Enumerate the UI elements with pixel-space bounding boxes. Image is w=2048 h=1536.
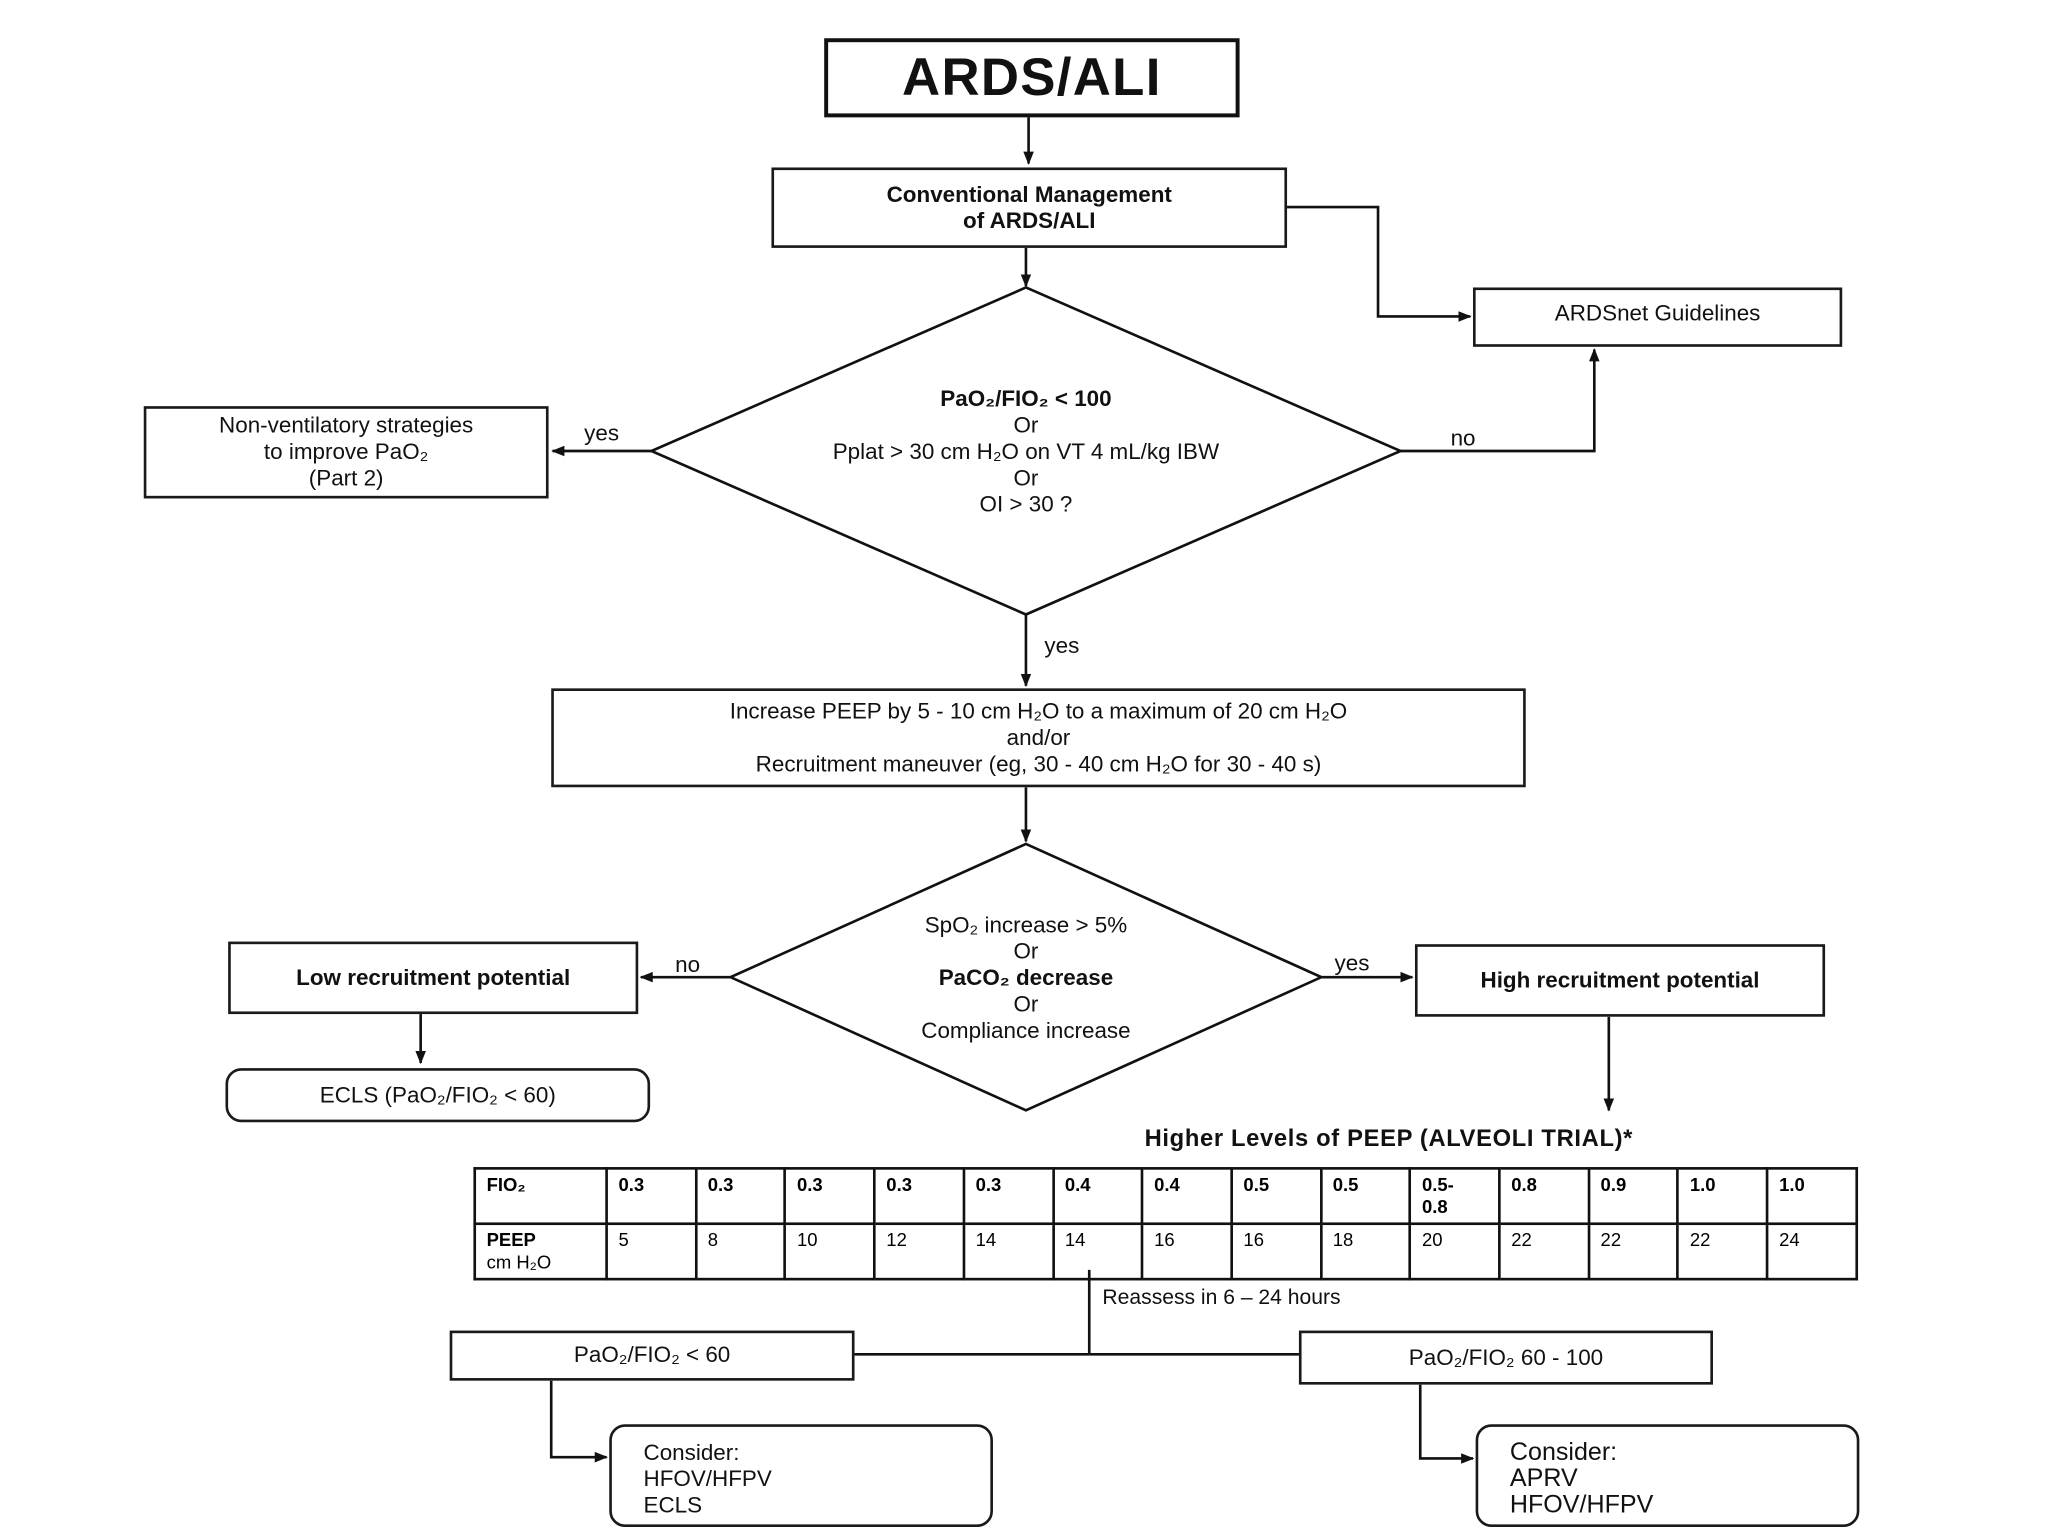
- peep-box-line-1: Increase PEEP by 5 - 10 cm H₂O to a maxi…: [729, 698, 1348, 724]
- decision2-line-2: Or: [1013, 938, 1039, 964]
- consider-left-box: Consider: HFOV/HFPV ECLS: [609, 1424, 993, 1528]
- decision1-line-5: OI > 30 ?: [979, 491, 1073, 517]
- table-cell-fio2-label: FIO₂: [473, 1167, 608, 1226]
- table-cell: 16: [1230, 1222, 1323, 1281]
- decision1-line-3: Pplat > 30 cm H₂O on VT 4 mL/kg IBW: [832, 439, 1220, 465]
- arrow-conventional-to-ardsnet: [1285, 205, 1472, 322]
- consider-right-line-3: HFOV/HFPV: [1509, 1491, 1654, 1520]
- table-cell: 16: [1140, 1222, 1233, 1281]
- decision2-no-left-label: no: [675, 952, 701, 978]
- arrow-low-ratio-to-consider: [549, 1380, 608, 1463]
- consider-right-line-2: APRV: [1509, 1465, 1578, 1493]
- peep-label-line-2: cm H₂O: [486, 1251, 552, 1273]
- title-text: ARDS/ALI: [902, 48, 1162, 107]
- table-cell: 22: [1498, 1222, 1590, 1281]
- low-recruitment-text: Low recruitment potential: [296, 964, 571, 990]
- decision2-diamond: [727, 842, 1325, 1112]
- table-cell: 20: [1408, 1222, 1501, 1281]
- table-cell: 12: [873, 1222, 966, 1281]
- increase-peep-box: Increase PEEP by 5 - 10 cm H₂O to a maxi…: [551, 688, 1526, 788]
- ecls-text: ECLS (PaO₂/FIO₂ < 60): [319, 1081, 556, 1108]
- table-cell: 1.0: [1676, 1167, 1769, 1226]
- arrow-mid-ratio-to-consider: [1418, 1384, 1475, 1464]
- ardsnet-box: ARDSnet Guidelines: [1472, 287, 1843, 347]
- title-box: ARDS/ALI: [824, 38, 1240, 118]
- non-vent-line-2: to improve PaO₂: [263, 439, 429, 465]
- table-cell: 0.3: [605, 1167, 698, 1226]
- table-cell: 14: [1051, 1222, 1144, 1281]
- table-cell: 0.3: [873, 1167, 966, 1226]
- decision1-diamond: [648, 286, 1404, 616]
- table-cell: 0.3: [694, 1167, 787, 1226]
- table-cell: 0.8: [1498, 1167, 1590, 1226]
- high-recruitment-text: High recruitment potential: [1480, 967, 1760, 993]
- low-ratio-text: PaO₂/FIO₂ < 60: [573, 1342, 731, 1368]
- mid-ratio-text: PaO₂/FIO₂ 60 - 100: [1408, 1344, 1604, 1370]
- table-cell: 24: [1765, 1222, 1859, 1281]
- mid-ratio-box: PaO₂/FIO₂ 60 - 100: [1298, 1330, 1713, 1385]
- decision2-line-4: Or: [1013, 991, 1039, 1017]
- peep-box-line-2: and/or: [1006, 724, 1071, 750]
- conventional-line-1: Conventional Management: [886, 181, 1172, 207]
- non-vent-line-1: Non-ventilatory strategies: [219, 412, 474, 438]
- table-row-peep: PEEP cm H₂O 5 8 10 12 14 14 16 16 18 20 …: [473, 1222, 1859, 1281]
- non-ventilatory-box: Non-ventilatory strategies to improve Pa…: [143, 406, 549, 499]
- peep-table-title: Higher Levels of PEEP (ALVEOLI TRIAL)*: [1144, 1124, 1634, 1152]
- table-cell: 5: [605, 1222, 698, 1281]
- table-cell: 14: [962, 1222, 1055, 1281]
- ecls-box: ECLS (PaO₂/FIO₂ < 60): [225, 1068, 651, 1123]
- peep-fio2-table: FIO₂ 0.3 0.3 0.3 0.3 0.3 0.4 0.4 0.5 0.5…: [473, 1167, 1859, 1281]
- table-cell: 22: [1587, 1222, 1680, 1281]
- decision1-text: PaO₂/FIO₂ < 100 Or Pplat > 30 cm H₂O on …: [723, 386, 1330, 518]
- table-cell: 8: [694, 1222, 787, 1281]
- table-cell: 0.3: [962, 1167, 1055, 1226]
- consider-right-box: Consider: APRV HFOV/HFPV: [1475, 1424, 1860, 1528]
- peep-label-line-1: PEEP: [486, 1229, 536, 1251]
- table-cell-peep-label: PEEP cm H₂O: [473, 1222, 608, 1281]
- table-row-fio2: FIO₂ 0.3 0.3 0.3 0.3 0.3 0.4 0.4 0.5 0.5…: [473, 1167, 1859, 1226]
- table-cell: 22: [1676, 1222, 1769, 1281]
- table-cell: 0.9: [1587, 1167, 1680, 1226]
- consider-left-line-1: Consider:: [643, 1440, 740, 1466]
- low-ratio-box: PaO₂/FIO₂ < 60: [449, 1330, 855, 1381]
- decision2-line-3: PaCO₂ decrease: [938, 965, 1114, 991]
- decision1-line-1: PaO₂/FIO₂ < 100: [940, 386, 1112, 412]
- conventional-line-2: of ARDS/ALI: [963, 207, 1096, 233]
- table-cell: 0.4: [1140, 1167, 1233, 1226]
- decision1-line-2: Or: [1013, 412, 1039, 438]
- decision1-yes-down-label: yes: [1044, 632, 1080, 659]
- table-cell: 0.5: [1319, 1167, 1412, 1226]
- table-cell: 0.4: [1051, 1167, 1144, 1226]
- table-cell: 0.5: [1230, 1167, 1323, 1226]
- decision2-line-1: SpO₂ increase > 5%: [924, 912, 1128, 938]
- conventional-box: Conventional Management of ARDS/ALI: [771, 167, 1288, 248]
- decision1-line-4: Or: [1013, 465, 1039, 491]
- low-recruitment-box: Low recruitment potential: [228, 941, 639, 1015]
- consider-left-line-2: HFOV/HFPV: [643, 1466, 772, 1492]
- ardsnet-text: ARDSnet Guidelines: [1554, 300, 1761, 326]
- table-cell: 1.0: [1765, 1167, 1859, 1226]
- arrow-decision1-no-right: [1400, 348, 1600, 453]
- peep-box-line-3: Recruitment maneuver (eg, 30 - 40 cm H₂O…: [755, 750, 1322, 777]
- table-cell: 10: [783, 1222, 876, 1281]
- consider-left-line-3: ECLS: [643, 1492, 703, 1518]
- non-vent-line-3: (Part 2): [308, 465, 384, 491]
- high-recruitment-box: High recruitment potential: [1414, 944, 1826, 1017]
- consider-right-line-1: Consider:: [1509, 1438, 1618, 1467]
- table-cell: 0.5- 0.8: [1408, 1167, 1501, 1226]
- table-cell: 0.3: [783, 1167, 876, 1226]
- decision2-yes-right-label: yes: [1334, 950, 1370, 976]
- decision2-text: SpO₂ increase > 5% Or PaCO₂ decrease Or …: [815, 913, 1237, 1045]
- decision1-no-right-label: no: [1450, 425, 1476, 451]
- decision2-line-5: Compliance increase: [921, 1018, 1131, 1044]
- table-cell: 18: [1319, 1222, 1412, 1281]
- decision1-yes-left-label: yes: [584, 420, 620, 446]
- reassess-label: Reassess in 6 – 24 hours: [1102, 1287, 1341, 1310]
